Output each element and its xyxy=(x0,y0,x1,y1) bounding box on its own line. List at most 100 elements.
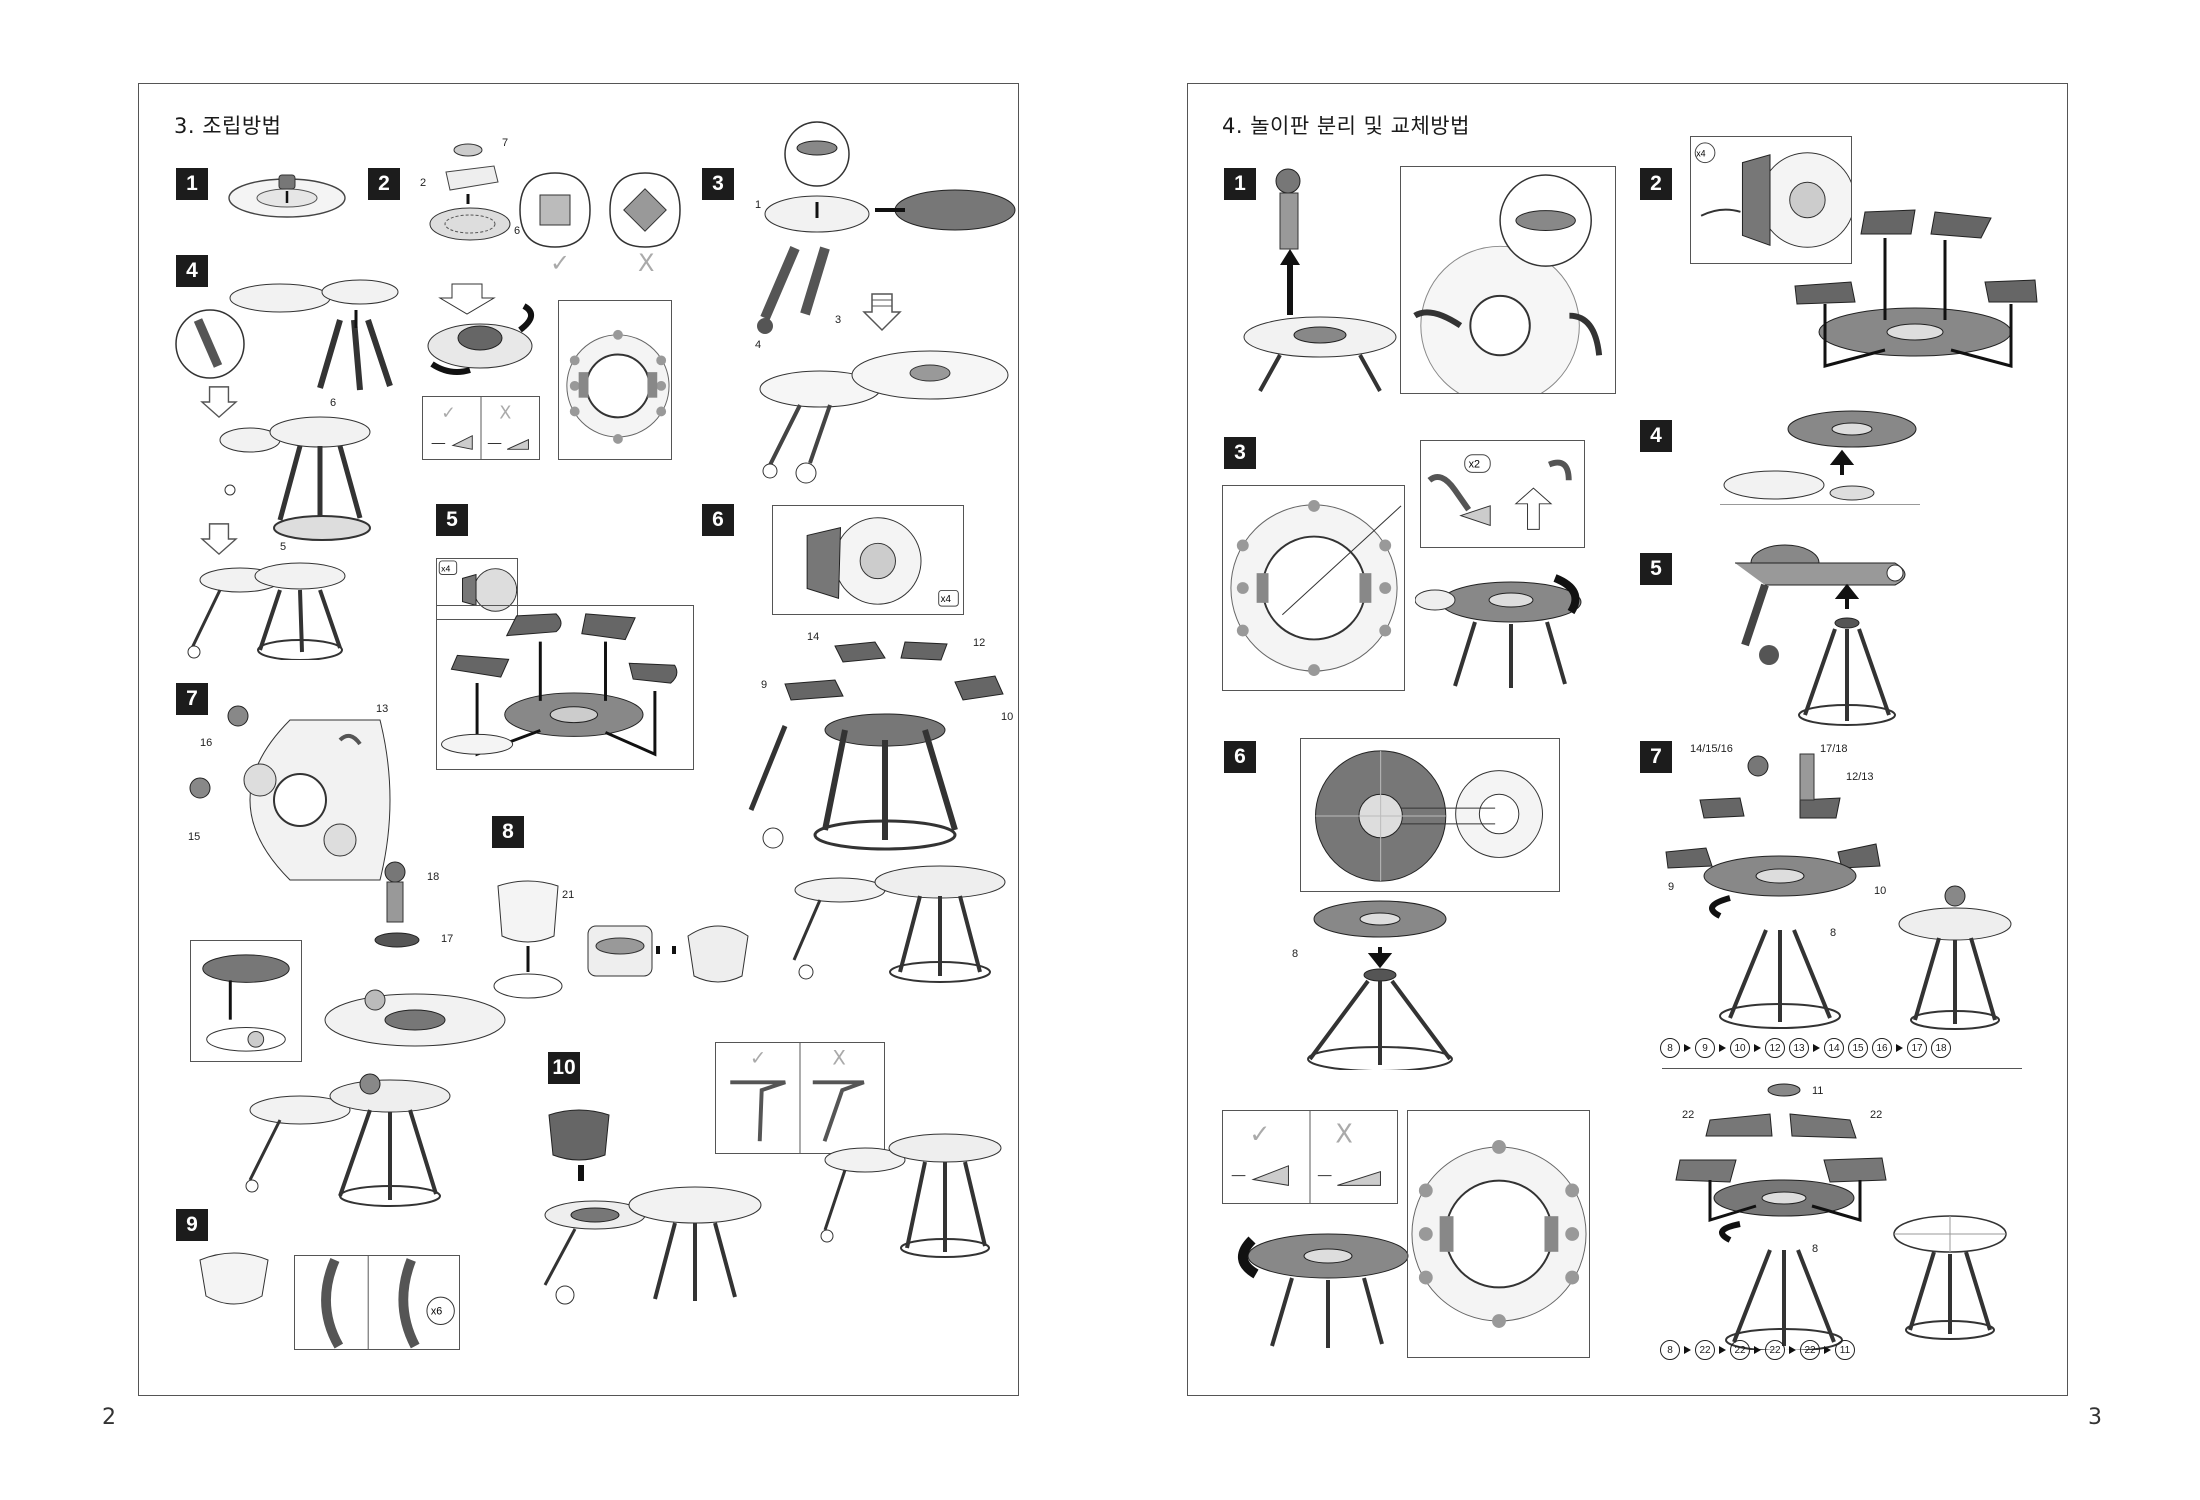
r-step2-detail: x4 xyxy=(1690,136,1852,264)
svg-text:X: X xyxy=(499,403,511,423)
step-badge-1: 1 xyxy=(176,168,208,200)
r-step7-assembled-table xyxy=(1895,880,2015,1030)
page-number-left: 2 xyxy=(102,1405,116,1430)
r-step7-sequence-2: 8 22 22 22 22 11 xyxy=(1660,1340,1855,1360)
step2-ok-ng-box: ✓ X xyxy=(422,396,540,460)
s6-part-10: 10 xyxy=(1001,711,1013,723)
step6-main: 14 12 9 10 xyxy=(735,630,1015,860)
svg-text:✓: ✓ xyxy=(441,403,456,423)
r-s7-part-1718: 17/18 xyxy=(1820,743,1848,755)
r-step2-main xyxy=(1785,190,2045,380)
left-section-title: 3. 조립방법 xyxy=(174,114,282,138)
r-s7-part-141516: 14/15/16 xyxy=(1690,743,1733,755)
step10-cup-install xyxy=(535,1105,765,1305)
step1-illustration xyxy=(225,165,350,223)
step8-cup-assembly: 21 xyxy=(488,876,770,1016)
step-badge-6: 6 xyxy=(702,504,734,536)
s4-part-5: 5 xyxy=(280,541,286,550)
s7-part-16: 16 xyxy=(200,737,212,749)
r-step3-rotate xyxy=(1415,560,1590,690)
step7-figurine-assembly: 18 17 xyxy=(315,860,515,1060)
r-s7b-part-22a: 22 xyxy=(1682,1109,1694,1121)
r-step5-seat-lift xyxy=(1725,535,1925,735)
r-s7b-part-22b: 22 xyxy=(1870,1109,1882,1121)
step-badge-4: 4 xyxy=(176,255,208,287)
step5-main-panel xyxy=(436,605,694,770)
step6-assembled xyxy=(780,860,1015,985)
step7-detail-inset xyxy=(190,940,302,1062)
step3-assembled-seat xyxy=(750,345,1012,485)
r-s7-part-10: 10 xyxy=(1874,885,1886,897)
right-section-title: 4. 놀이판 분리 및 교체방법 xyxy=(1222,114,1470,138)
step5-detail-inset: x4 xyxy=(436,558,518,620)
step-badge-7: 7 xyxy=(176,683,208,715)
r-step-badge-5: 5 xyxy=(1640,553,1672,585)
down-arrow-icon-2 xyxy=(200,385,238,419)
r-step4-plate-lift xyxy=(1720,405,1920,505)
step7-assembled xyxy=(240,1060,460,1210)
r-step6-detail xyxy=(1300,738,1560,892)
step6-detail-inset: x4 xyxy=(772,505,964,615)
r-step-badge-1: 1 xyxy=(1224,168,1256,200)
s7-part-13: 13 xyxy=(376,703,388,715)
s3-part-1: 1 xyxy=(755,199,761,211)
r-s2-multiplier: x4 xyxy=(1696,149,1705,159)
r-s7b-part-11: 11 xyxy=(1812,1085,1823,1097)
r-step7-bare-table xyxy=(1890,1210,2010,1340)
s6-part-12: 12 xyxy=(973,637,985,649)
r-s7-part-9: 9 xyxy=(1668,881,1674,893)
s3-part-4: 4 xyxy=(755,339,761,348)
step-badge-9: 9 xyxy=(176,1209,208,1241)
section-divider xyxy=(1662,1068,2022,1069)
r-step3-clip-detail: x2 xyxy=(1420,440,1585,548)
step2-detail-ring xyxy=(558,300,672,460)
right-page-frame xyxy=(1187,83,2068,1396)
svg-text:X: X xyxy=(1335,1118,1352,1148)
page-number-right: 3 xyxy=(2088,1405,2102,1430)
s3-part-3: 3 xyxy=(835,314,841,326)
s6-part-14: 14 xyxy=(807,631,819,643)
svg-text:X: X xyxy=(832,1047,845,1070)
s5-multiplier: x4 xyxy=(441,564,450,574)
down-arrow-icon-3 xyxy=(200,522,238,556)
r-s7b-part-8: 8 xyxy=(1812,1243,1818,1255)
step-badge-3: 3 xyxy=(702,168,734,200)
r-s3-multiplier: x2 xyxy=(1469,459,1480,471)
step4-tripod-mount: 6 xyxy=(170,270,402,410)
step-badge-5: 5 xyxy=(436,504,468,536)
s8-part-21: 21 xyxy=(562,889,574,901)
r-step-badge-3: 3 xyxy=(1224,437,1256,469)
step2-rotate-base xyxy=(420,280,550,380)
check-icon: ✓ xyxy=(550,249,570,275)
r-s7-part-8: 8 xyxy=(1830,927,1836,939)
step7-toy-mounting: 16 13 15 xyxy=(180,700,410,900)
svg-text:✓: ✓ xyxy=(1249,1118,1270,1148)
r-step1-detail xyxy=(1400,166,1616,394)
step-badge-8: 8 xyxy=(492,816,524,848)
step10-ok-ng-box: ✓ X xyxy=(715,1042,885,1154)
down-arrow-icon xyxy=(862,292,902,332)
step2-parts-stack: 7 2 6 xyxy=(418,138,530,258)
step4-assembled xyxy=(180,560,350,660)
cross-icon: X xyxy=(638,249,654,275)
s2-part-6: 6 xyxy=(514,225,520,237)
s9-multiplier: x6 xyxy=(431,1306,442,1318)
s4-part-6: 6 xyxy=(330,397,336,409)
r-s6-part-8: 8 xyxy=(1292,948,1298,960)
step-badge-10: 10 xyxy=(548,1052,580,1084)
step3-seat-leg-assembly: 1 3 4 xyxy=(755,118,1017,348)
r-step-badge-7: 7 xyxy=(1640,741,1672,773)
s6-multiplier: x4 xyxy=(941,594,952,605)
step-badge-2: 2 xyxy=(368,168,400,200)
s7-part-17: 17 xyxy=(441,933,453,945)
r-step7-sequence-1: 8 9 10 12 13 14 15 16 17 18 xyxy=(1660,1038,1951,1058)
step4-base-ring: 5 xyxy=(210,410,380,550)
s6-part-9: 9 xyxy=(761,679,767,691)
svg-text:✓: ✓ xyxy=(750,1047,766,1070)
r-s7-part-1213: 12/13 xyxy=(1846,771,1874,783)
step2-ok-ng-compare: ✓ X xyxy=(510,165,690,275)
r-step6-ok-ng-box: ✓ X xyxy=(1222,1110,1398,1204)
s7-part-15: 15 xyxy=(188,831,200,843)
r-step-badge-6: 6 xyxy=(1224,741,1256,773)
step10-assembled xyxy=(815,1120,1010,1260)
